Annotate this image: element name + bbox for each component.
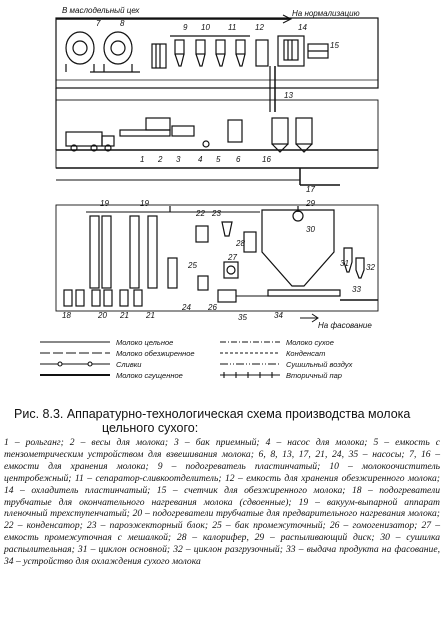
num-31: 31 bbox=[340, 259, 349, 268]
num-13: 13 bbox=[284, 91, 293, 100]
num-7: 7 bbox=[96, 19, 101, 28]
separator-11a bbox=[215, 39, 226, 55]
num-22: 22 bbox=[195, 209, 205, 218]
num-19a: 19 bbox=[100, 199, 109, 208]
separator-11b bbox=[235, 39, 246, 55]
num-18: 18 bbox=[62, 311, 71, 320]
num-26: 26 bbox=[207, 303, 217, 312]
milk-clarifier-10b bbox=[195, 39, 206, 55]
legend-cream: Сливки bbox=[116, 360, 142, 369]
heater-18 bbox=[63, 289, 73, 307]
num-4: 4 bbox=[198, 155, 203, 164]
legend-condensate: Конденсат bbox=[286, 349, 325, 358]
num-12: 12 bbox=[255, 23, 264, 32]
num-9: 9 bbox=[183, 23, 188, 32]
legend-lines bbox=[40, 341, 280, 378]
num-2: 2 bbox=[157, 155, 163, 164]
heater-20 bbox=[91, 289, 101, 307]
air-heater-28 bbox=[243, 231, 257, 253]
evaporator-19c bbox=[129, 215, 140, 289]
cooling-device-34 bbox=[267, 289, 341, 297]
storage-tank-16b bbox=[295, 117, 313, 145]
num-3: 3 bbox=[176, 155, 181, 164]
roller-conveyor-1 bbox=[119, 129, 171, 137]
num-24: 24 bbox=[181, 303, 191, 312]
figure-caption: Рис. 8.3. Аппаратурно-технологическая сх… bbox=[14, 407, 434, 435]
caption-line-2: цельного сухого: bbox=[102, 421, 199, 435]
milk-truck bbox=[65, 131, 103, 147]
num-5: 5 bbox=[216, 155, 221, 164]
storage-tank-7b bbox=[103, 31, 133, 65]
num-8: 8 bbox=[120, 19, 125, 28]
num-15: 15 bbox=[330, 41, 339, 50]
num-29: 29 bbox=[305, 199, 315, 208]
skim-milk-tank-12 bbox=[255, 39, 269, 67]
num-11: 11 bbox=[228, 23, 236, 32]
spray-dryer-30 bbox=[261, 209, 335, 287]
figure-description: 1 – рольганг; 2 – весы для молока; 3 – б… bbox=[4, 437, 440, 568]
num-16: 16 bbox=[262, 155, 271, 164]
top-section-frame bbox=[55, 17, 379, 89]
num-1: 1 bbox=[140, 155, 144, 164]
milk-scales-2 bbox=[145, 117, 171, 131]
label-butter-shop: В маслодельный цех bbox=[62, 6, 140, 15]
storage-tank-7a bbox=[65, 31, 95, 65]
pump-4 bbox=[202, 140, 210, 148]
mid-section-frame bbox=[55, 99, 379, 169]
num-14: 14 bbox=[298, 23, 307, 32]
num-33: 33 bbox=[352, 285, 361, 294]
weighing-tank-5 bbox=[227, 119, 243, 143]
plate-cooler-14 bbox=[277, 35, 305, 67]
num-20: 20 bbox=[97, 311, 107, 320]
steam-ejector-23 bbox=[221, 221, 233, 237]
num-23: 23 bbox=[211, 209, 221, 218]
num-32: 32 bbox=[366, 263, 375, 272]
milk-clarifier-10a bbox=[174, 39, 185, 55]
receiving-tank-3 bbox=[171, 125, 195, 137]
num-6: 6 bbox=[236, 155, 241, 164]
num-28: 28 bbox=[235, 239, 245, 248]
legend-whole-milk: Молоко цельное bbox=[116, 338, 173, 347]
evaporator-19e bbox=[167, 257, 178, 289]
atomizer-disc-29 bbox=[292, 210, 304, 222]
condenser-22 bbox=[195, 225, 209, 243]
num-21b: 21 bbox=[145, 311, 155, 320]
num-21a: 21 bbox=[119, 311, 129, 320]
evaporator-19b bbox=[101, 215, 112, 289]
num-35: 35 bbox=[238, 313, 247, 322]
evaporator-19a bbox=[89, 215, 100, 289]
label-to-packaging: На фасование bbox=[318, 321, 372, 330]
mixing-tank-27 bbox=[223, 261, 239, 279]
legend-dry-milk: Молоко сухое bbox=[286, 338, 334, 347]
legend-condensed-milk: Молоко сгущенное bbox=[116, 371, 183, 380]
caption-line-1: Рис. 8.3. Аппаратурно-технологическая сх… bbox=[14, 407, 411, 421]
num-27: 27 bbox=[227, 253, 237, 262]
num-17: 17 bbox=[306, 185, 315, 194]
legend-skim-milk: Молоко обезжиренное bbox=[116, 349, 195, 358]
process-diagram: В маслодельный цех На нормализацию На фа… bbox=[40, 6, 379, 380]
num-10: 10 bbox=[201, 23, 210, 32]
num-19b: 19 bbox=[140, 199, 149, 208]
bottom-section-frame bbox=[55, 204, 379, 312]
num-30: 30 bbox=[306, 225, 315, 234]
num-25: 25 bbox=[187, 261, 197, 270]
evaporator-19d bbox=[147, 215, 158, 289]
label-to-normalization: На нормализацию bbox=[292, 9, 360, 18]
intermediate-tank-25 bbox=[197, 275, 209, 291]
storage-tank-16a bbox=[271, 117, 289, 145]
legend-secondary-steam: Вторичный пар bbox=[286, 371, 342, 380]
homogenizer-26 bbox=[217, 289, 237, 303]
legend-dry-air: Сушильный воздух bbox=[286, 360, 353, 369]
main-cyclone-31 bbox=[343, 247, 353, 273]
num-34: 34 bbox=[274, 311, 283, 320]
discharge-cyclone-32 bbox=[355, 257, 365, 279]
plate-heater-9 bbox=[151, 43, 167, 69]
